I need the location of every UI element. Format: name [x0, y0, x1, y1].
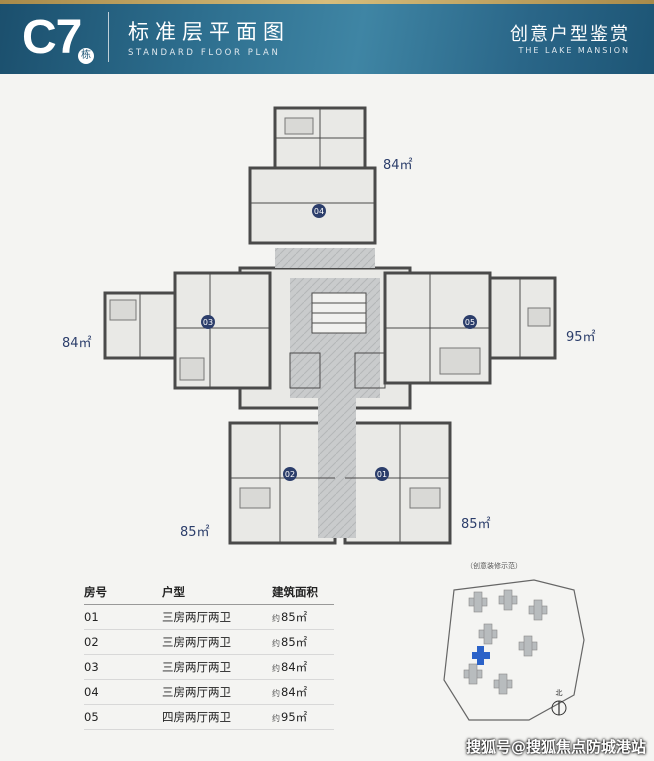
unit-marker-label-04: 04 — [314, 207, 324, 216]
unit-marker-04 — [312, 204, 326, 218]
table-row: 03 三房两厅两卫 约84㎡ — [84, 655, 334, 680]
table-row: 01 三房两厅两卫 约85㎡ — [84, 605, 334, 630]
table-row: 05 四房两厅两卫 约95㎡ — [84, 705, 334, 730]
table-row: 04 三房两厅两卫 约84㎡ — [84, 680, 334, 705]
approx-label: 约 — [272, 664, 280, 673]
header-banner: C7 栋 标准层平面图 STANDARD FLOOR PLAN 创意户型鉴赏 T… — [0, 0, 654, 74]
floor-area: 约84㎡ — [272, 684, 334, 700]
floor-plan: 04 03 05 02 01 — [103, 106, 557, 545]
page-title: 标准层平面图 — [128, 20, 290, 44]
unit-type: 四房两厅两卫 — [162, 710, 231, 724]
unit-marker-02 — [283, 467, 297, 481]
area-unit-04: 84㎡ — [383, 158, 413, 173]
approx-label: 约 — [272, 614, 280, 623]
room-no: 01 — [84, 610, 99, 624]
area-unit-01: 85㎡ — [461, 517, 491, 532]
area-unit-03: 84㎡ — [62, 336, 92, 351]
floor-area: 约95㎡ — [272, 709, 334, 725]
unit-marker-05 — [463, 315, 477, 329]
floor-area: 约84㎡ — [272, 659, 334, 675]
approx-label: 约 — [272, 714, 280, 723]
header-divider — [108, 12, 109, 62]
floor-area-value: 85㎡ — [281, 610, 308, 624]
floor-area-value: 85㎡ — [281, 635, 308, 649]
site-plan-caption: （创意装修示范） — [466, 562, 522, 570]
table-header-row: 房号 户型 建筑面积 — [84, 580, 334, 605]
approx-label: 约 — [272, 689, 280, 698]
floor-area-value: 84㎡ — [281, 685, 308, 699]
unit-marker-01 — [375, 467, 389, 481]
header-room-no: 房号 — [84, 585, 107, 599]
watermark: 搜狐号@搜狐焦点防城港站 — [465, 738, 646, 756]
site-plan: 北 — [443, 579, 585, 721]
floor-area-value: 95㎡ — [281, 710, 308, 724]
unit-table: 房号 户型 建筑面积 01 三房两厅两卫 约85㎡ 02 三房两厅两卫 约85㎡… — [84, 580, 334, 730]
room-no: 05 — [84, 710, 99, 724]
unit-type: 三房两厅两卫 — [162, 610, 231, 624]
current-building-marker — [472, 646, 490, 665]
brand-subtitle: THE LAKE MANSION — [518, 46, 630, 55]
floor-area: 约85㎡ — [272, 634, 334, 650]
approx-label: 约 — [272, 639, 280, 648]
room-no: 04 — [84, 685, 99, 699]
page-subtitle: STANDARD FLOOR PLAN — [128, 48, 281, 58]
room-no: 02 — [84, 635, 99, 649]
unit-marker-label-01: 01 — [377, 470, 387, 479]
unit-type: 三房两厅两卫 — [162, 685, 231, 699]
unit-marker-label-05: 05 — [465, 318, 475, 327]
room-no: 03 — [84, 660, 99, 674]
building-suffix-badge: 栋 — [78, 48, 94, 64]
unit-type: 三房两厅两卫 — [162, 635, 231, 649]
header-unit-type: 户型 — [162, 585, 185, 599]
unit-marker-03 — [201, 315, 215, 329]
brand-title: 创意户型鉴赏 — [510, 24, 630, 45]
area-unit-05: 95㎡ — [566, 330, 596, 345]
unit-type: 三房两厅两卫 — [162, 660, 231, 674]
building-number: C7 — [22, 11, 82, 64]
north-label: 北 — [556, 689, 563, 697]
unit-marker-label-02: 02 — [285, 470, 295, 479]
floor-area-value: 84㎡ — [281, 660, 308, 674]
table-row: 02 三房两厅两卫 约85㎡ — [84, 630, 334, 655]
unit-marker-label-03: 03 — [203, 318, 213, 327]
floor-area: 约85㎡ — [272, 609, 334, 625]
area-unit-02: 85㎡ — [180, 525, 210, 540]
header-floor-area: 建筑面积 — [272, 585, 318, 599]
